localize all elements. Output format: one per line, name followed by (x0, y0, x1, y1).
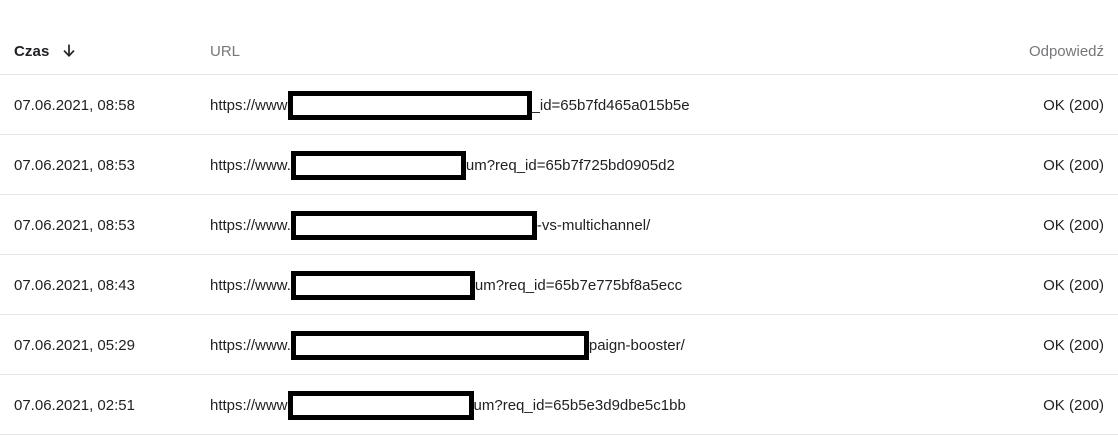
cell-time: 07.06.2021, 08:43 (14, 276, 135, 294)
url-prefix: https://www. (210, 216, 291, 234)
url-prefix: https://www (210, 396, 288, 414)
cell-response: OK (200) (1043, 216, 1104, 234)
table-header-row: Czas URL Odpowiedź (0, 0, 1118, 75)
url-suffix: paign-booster/ (588, 336, 685, 354)
column-header-time[interactable]: Czas (14, 28, 77, 74)
url-prefix: https://www. (210, 336, 291, 354)
table-row[interactable]: 07.06.2021, 08:43 https://www. um?req_id=6… (0, 255, 1118, 315)
table-row[interactable]: 07.06.2021, 05:29 https://www. paign-boos… (0, 315, 1118, 375)
cell-url[interactable]: https://www um?req_id=65b5e3d9dbe5c1bb (210, 375, 686, 435)
cell-response: OK (200) (1043, 156, 1104, 174)
cell-url[interactable]: https://www. -vs-multichannel/ (210, 195, 650, 255)
cell-time: 07.06.2021, 08:53 (14, 156, 135, 174)
cell-response: OK (200) (1043, 96, 1104, 114)
column-header-response[interactable]: Odpowiedź (1029, 28, 1104, 74)
cell-response: OK (200) (1043, 336, 1104, 354)
column-header-time-label: Czas (14, 42, 50, 60)
url-prefix: https://www (210, 96, 288, 114)
table-row[interactable]: 07.06.2021, 02:51 https://www um?req_id=65… (0, 375, 1118, 435)
url-suffix: _id=65b7fd465a015b5e (531, 96, 690, 114)
arrow-down-icon[interactable] (61, 43, 77, 59)
cell-url[interactable]: https://www _id=65b7fd465a015b5e (210, 75, 690, 135)
cell-time: 07.06.2021, 08:58 (14, 96, 135, 114)
redaction-box (287, 90, 532, 120)
cell-url[interactable]: https://www. um?req_id=65b7e775bf8a5ecc (210, 255, 682, 315)
url-suffix: um?req_id=65b7f725bd0905d2 (465, 156, 675, 174)
url-suffix: um?req_id=65b5e3d9dbe5c1bb (473, 396, 686, 414)
url-prefix: https://www. (210, 156, 291, 174)
column-header-response-label: Odpowiedź (1028, 42, 1104, 60)
table-row[interactable]: 07.06.2021, 08:53 https://www. um?req_id=6… (0, 135, 1118, 195)
table-body: 07.06.2021, 08:58 https://www _id=65b7fd46… (0, 75, 1118, 435)
cell-url[interactable]: https://www. um?req_id=65b7f725bd0905d2 (210, 135, 675, 195)
redaction-box (290, 330, 589, 360)
cell-time: 07.06.2021, 08:53 (14, 216, 135, 234)
table-row[interactable]: 07.06.2021, 08:58 https://www _id=65b7fd46… (0, 75, 1118, 135)
url-suffix: -vs-multichannel/ (536, 216, 651, 234)
column-header-url-label: URL (210, 42, 241, 60)
cell-time: 07.06.2021, 02:51 (14, 396, 135, 414)
url-prefix: https://www. (210, 276, 291, 294)
redaction-box (290, 270, 475, 300)
column-header-url[interactable]: URL (210, 28, 240, 74)
redaction-box (290, 210, 537, 240)
cell-time: 07.06.2021, 05:29 (14, 336, 135, 354)
url-suffix: um?req_id=65b7e775bf8a5ecc (474, 276, 683, 294)
redaction-box (290, 150, 466, 180)
cell-url[interactable]: https://www. paign-booster/ (210, 315, 685, 375)
redaction-box (287, 390, 474, 420)
cell-response: OK (200) (1043, 276, 1104, 294)
cell-response: OK (200) (1043, 396, 1104, 414)
table-row[interactable]: 07.06.2021, 08:53 https://www. -vs-multich… (0, 195, 1118, 255)
